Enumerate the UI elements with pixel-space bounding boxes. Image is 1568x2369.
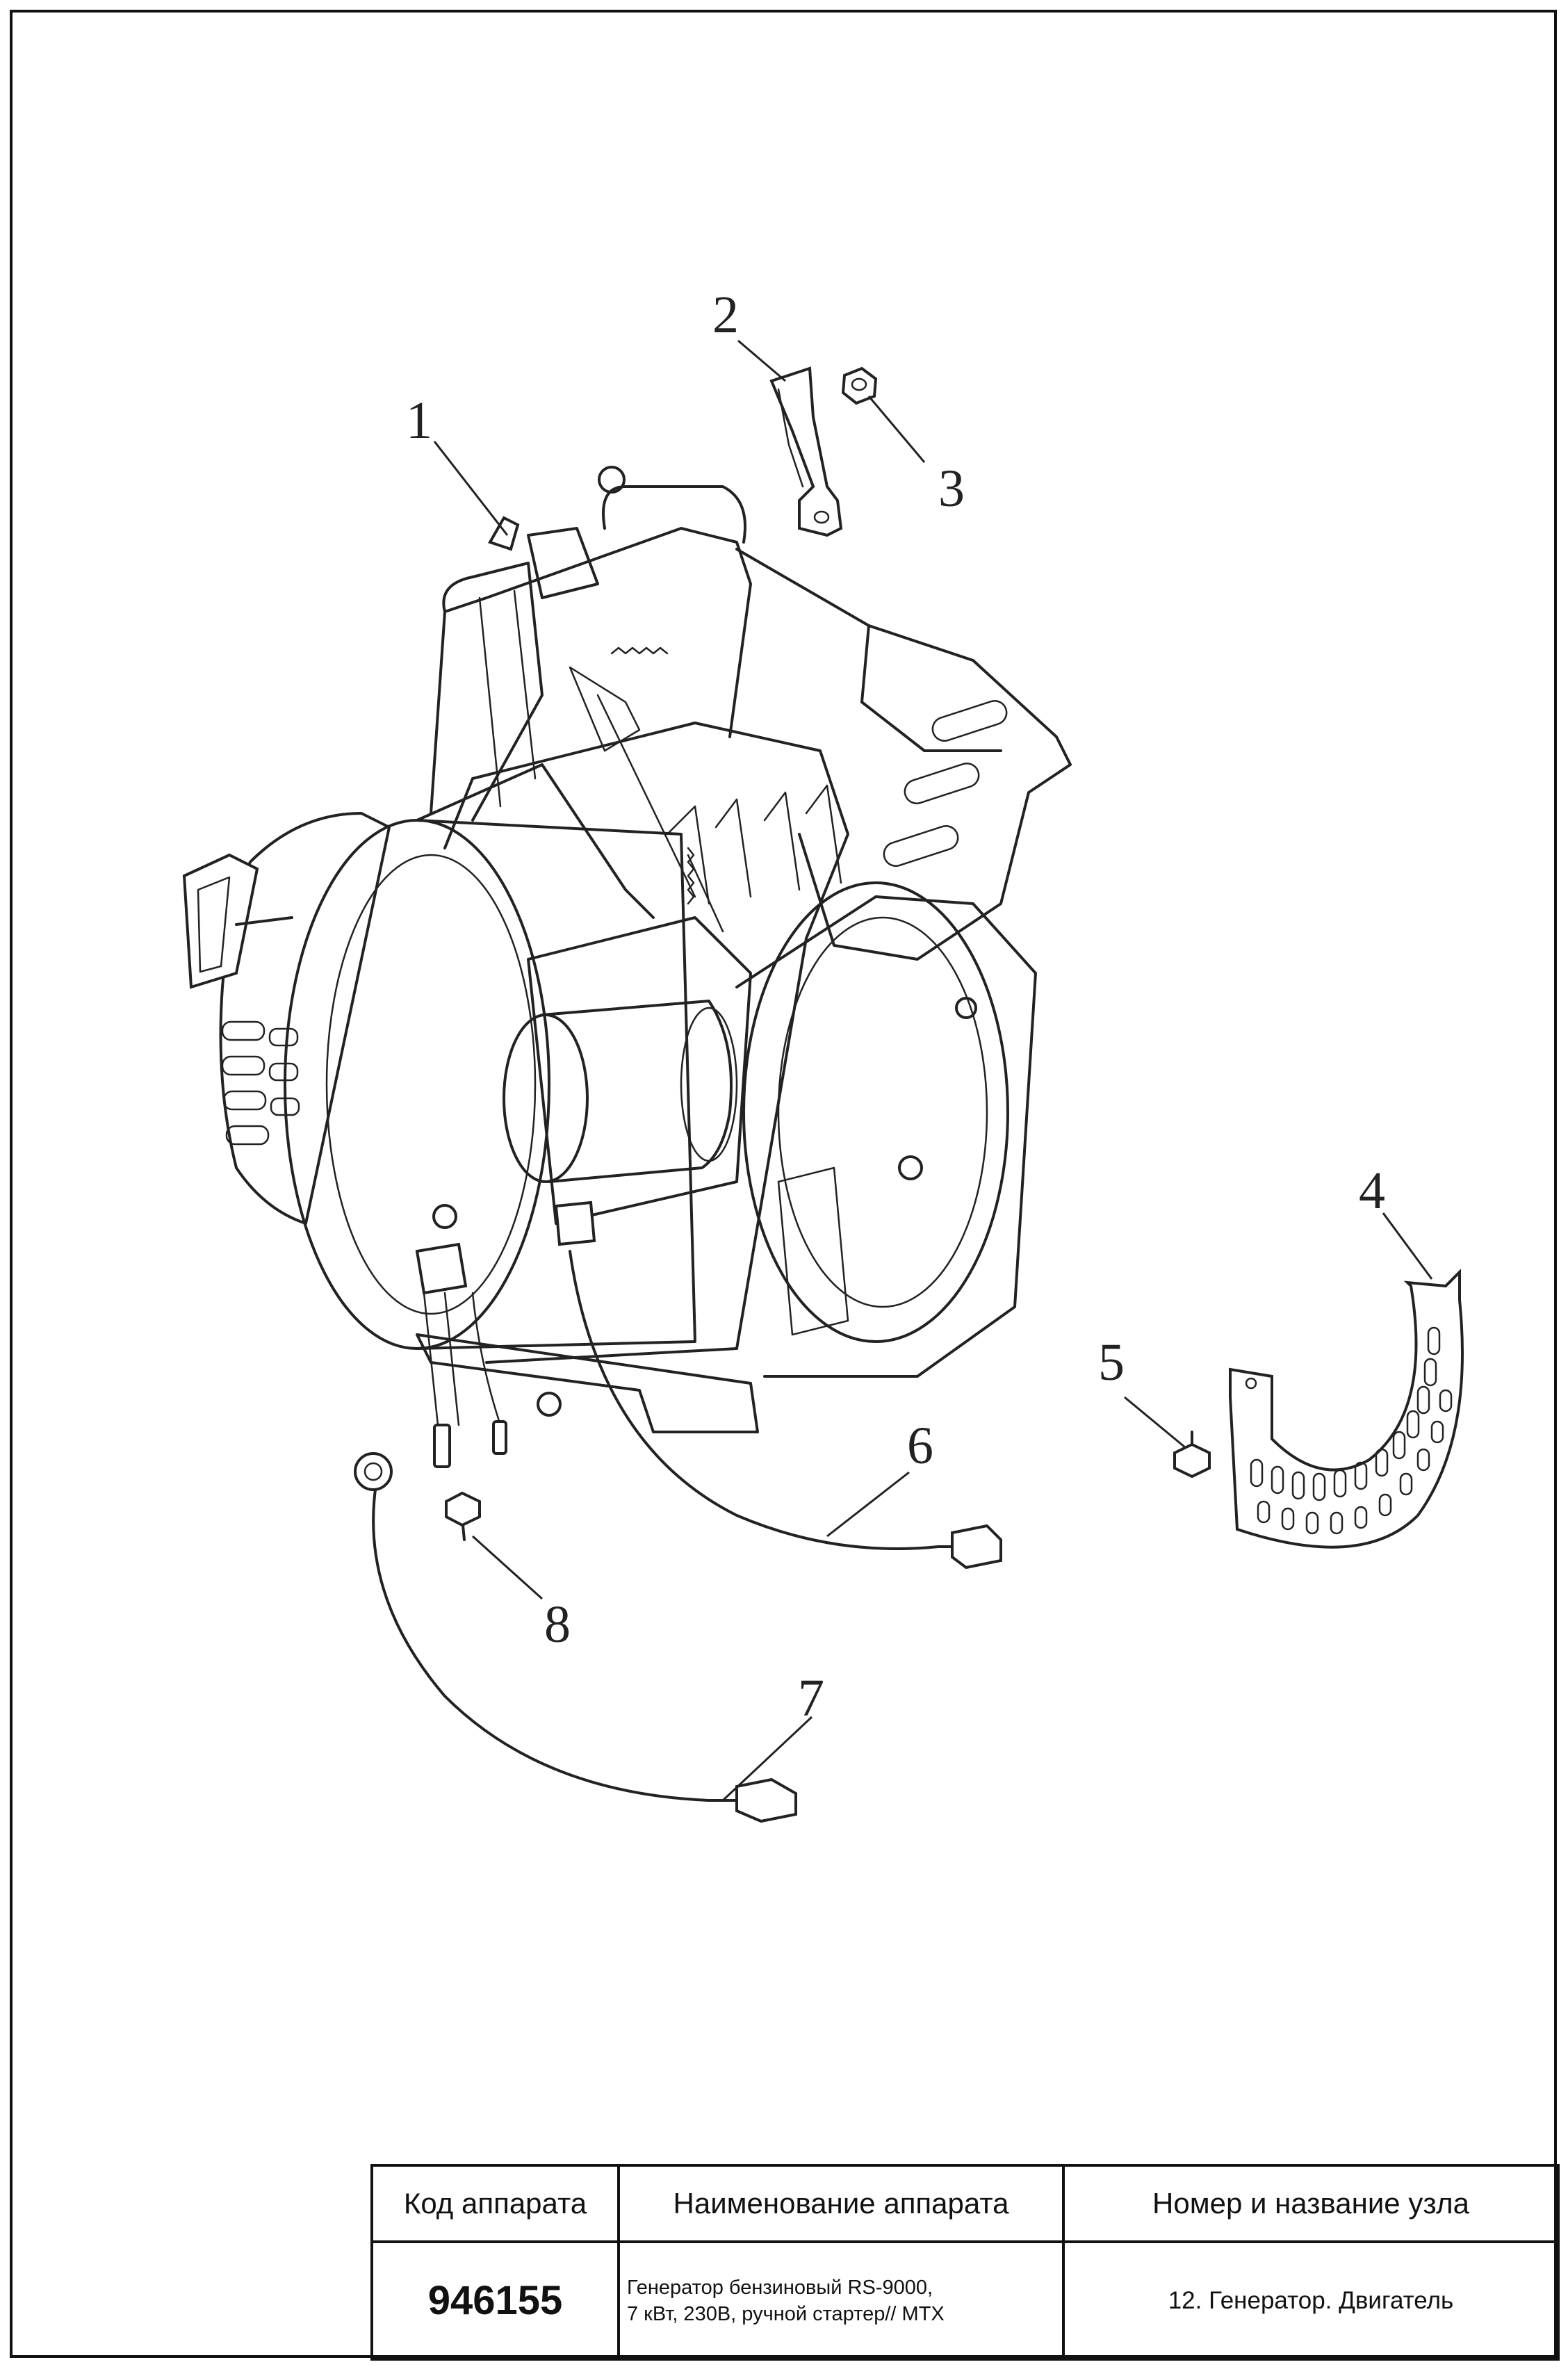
part-2-bracket <box>769 366 843 537</box>
part-8-bolt <box>445 1491 481 1541</box>
callout-4: 4 <box>1359 1162 1385 1220</box>
engine-assembly <box>182 466 1072 1468</box>
shroud-slots <box>883 700 1008 867</box>
device-name-line-1: Генератор бензиновый RS-9000, <box>627 2276 933 2299</box>
title-block: Код аппарата Наименование аппарата Номер… <box>370 2164 1560 2361</box>
header-code: Код аппарата <box>370 2164 620 2243</box>
part-4-cover-band <box>1229 1269 1464 1549</box>
callout-3: 3 <box>938 459 965 518</box>
band-perforations <box>1250 1326 1453 1535</box>
callout-5: 5 <box>1098 1333 1125 1392</box>
callout-8: 8 <box>544 1595 571 1654</box>
part-5-bolt <box>1173 1431 1211 1479</box>
governor-springs <box>610 646 695 905</box>
device-name-line-2: 7 кВт, 230В, ручной стартер// MTX <box>627 2302 945 2325</box>
part-6-wire <box>569 1250 1002 1570</box>
callout-6: 6 <box>907 1417 933 1475</box>
part-1-fitting <box>488 516 520 551</box>
device-name: Генератор бензиновый RS-9000, 7 кВт, 230… <box>617 2240 1065 2361</box>
callout-1: 1 <box>406 391 432 450</box>
alternator-housing <box>735 881 1037 1378</box>
cylinder-fins <box>666 784 842 905</box>
part-3-nut <box>841 366 878 405</box>
header-name: Наименование аппарата <box>617 2164 1065 2243</box>
device-code: 946155 <box>370 2240 620 2361</box>
callout-7: 7 <box>798 1669 824 1727</box>
callout-leaders <box>433 339 1433 1802</box>
unit-name: 12. Генератор. Двигатель <box>1062 2240 1560 2361</box>
part-7-ground-wire <box>354 1452 797 1823</box>
header-unit: Номер и название узла <box>1062 2164 1560 2243</box>
starter-handle <box>182 853 293 989</box>
starter-motor <box>503 1000 738 1183</box>
callout-2: 2 <box>712 286 739 344</box>
